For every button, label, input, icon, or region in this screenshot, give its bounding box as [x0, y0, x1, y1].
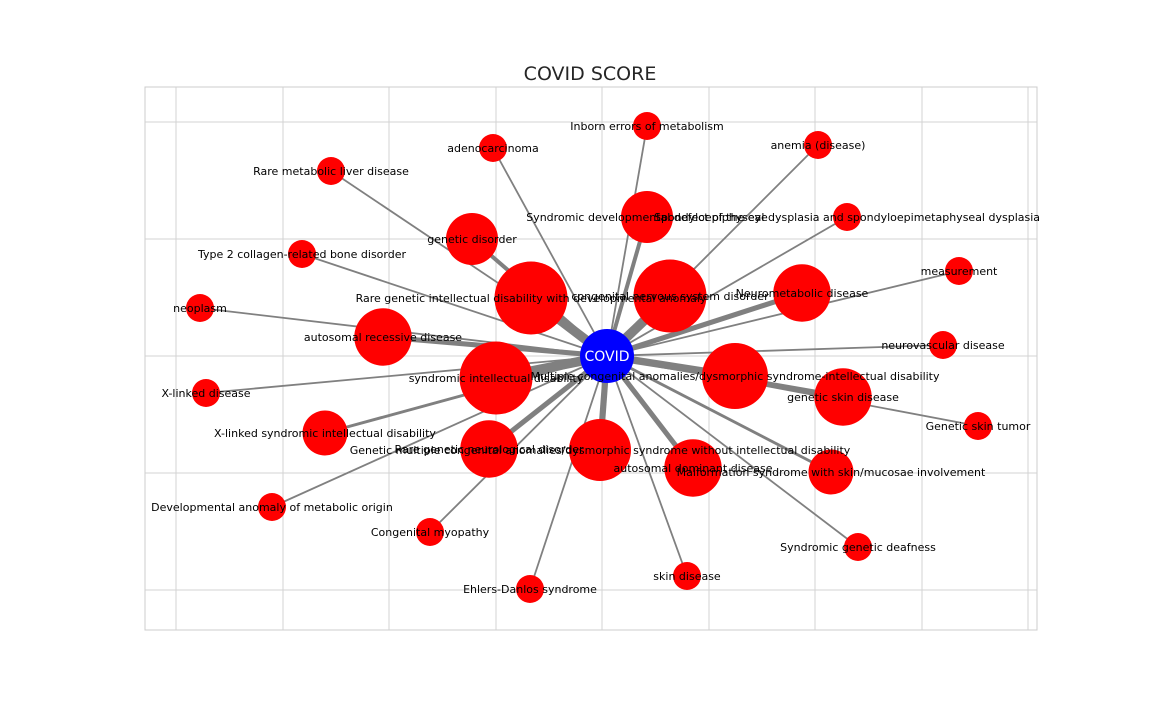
node-label: autosomal recessive disease: [304, 331, 462, 344]
node: [569, 419, 631, 481]
node: [620, 190, 674, 244]
node-label: Rare genetic neurological disorder: [394, 443, 584, 456]
node-label: autosomal dominant disease: [614, 462, 773, 475]
node: [288, 240, 316, 268]
node-label: Ehlers-Danlos syndrome: [463, 583, 597, 596]
node: [354, 308, 412, 366]
node: [633, 112, 661, 140]
node-label: Developmental anomaly of metabolic origi…: [151, 501, 393, 514]
node-label: Spondyloepiphyseal dysplasia and spondyl…: [654, 211, 1040, 224]
node: [773, 264, 831, 322]
node: [516, 575, 544, 603]
edge: [606, 354, 832, 474]
node-label: anemia (disease): [771, 139, 866, 152]
node-label: Malformation syndrome with skin/mucosae …: [677, 466, 986, 479]
edge: [205, 355, 608, 394]
edge: [606, 355, 859, 548]
node: [804, 131, 832, 159]
node-labels: Inborn errors of metabolism adenocarcinom…: [151, 120, 1040, 596]
node-label: syndromic intellectual disability: [409, 372, 584, 385]
grid-lines: [145, 87, 1037, 630]
edge: [271, 355, 608, 508]
node: [929, 331, 957, 359]
center-node: [580, 329, 634, 383]
node: [808, 449, 854, 495]
edge: [606, 344, 944, 357]
node: [633, 259, 707, 333]
node: [317, 157, 345, 185]
node: [445, 212, 499, 266]
node-label: skin disease: [653, 570, 721, 583]
node: [833, 203, 861, 231]
node-label: neoplasm: [173, 302, 227, 315]
node-label: genetic disorder: [427, 233, 517, 246]
node-label: measurement: [921, 265, 998, 278]
node-label: Inborn errors of metabolism: [570, 120, 724, 133]
node: [814, 368, 872, 426]
chart-title: COVID SCORE: [524, 63, 657, 85]
node: [192, 379, 220, 407]
edge: [606, 216, 848, 357]
node-label: Rare metabolic liver disease: [253, 165, 409, 178]
node: [701, 342, 769, 410]
node-label: adenocarcinoma: [447, 142, 539, 155]
node-label: Multiple congenital anomalies/dysmorphic…: [530, 370, 940, 383]
node-label: Syndromic genetic deafness: [780, 541, 936, 554]
node: [479, 134, 507, 162]
node: [416, 518, 444, 546]
edge: [492, 147, 608, 357]
node-label: Genetic multiple congenital anomalies/dy…: [350, 444, 851, 457]
node-label: congenital nervous system disorder: [571, 290, 769, 303]
node-label: Genetic skin tumor: [926, 420, 1031, 433]
node-label: Syndromic developmental defect of the ey…: [526, 211, 768, 224]
edge: [529, 355, 608, 590]
center-node-label: COVID: [584, 349, 629, 365]
node-label: X-linked disease: [161, 387, 250, 400]
node-label: Rare genetic intellectual disability wit…: [356, 292, 707, 305]
node: [186, 294, 214, 322]
node: [964, 412, 992, 440]
node: [460, 420, 518, 478]
edge: [606, 355, 979, 427]
edge: [606, 125, 648, 357]
node: [945, 257, 973, 285]
node-label: genetic skin disease: [787, 391, 899, 404]
node: [673, 562, 701, 590]
edge: [429, 355, 608, 533]
node: [459, 341, 533, 415]
edge: [301, 253, 608, 357]
node-label: neurovascular disease: [881, 339, 1005, 352]
node: [844, 533, 872, 561]
node-label: X-linked syndromic intellectual disabili…: [214, 427, 436, 440]
node: [494, 261, 568, 335]
node: [664, 439, 722, 497]
node-label: Congenital myopathy: [371, 526, 490, 539]
nodes: [186, 112, 992, 603]
edge: [606, 355, 688, 577]
node-label: Type 2 collagen-related bone disorder: [197, 248, 407, 261]
node-label: Neurometabolic disease: [736, 287, 869, 300]
node: [258, 493, 286, 521]
edge: [606, 290, 803, 359]
node: [302, 410, 348, 456]
